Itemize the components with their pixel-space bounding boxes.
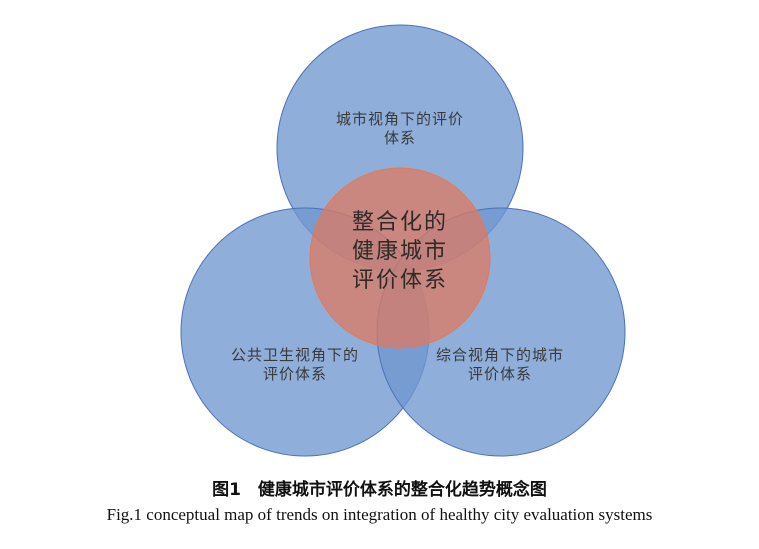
circle-integrated-center — [309, 167, 491, 349]
label-public-health-perspective: 公共卫生视角下的 评价体系 — [205, 346, 385, 384]
label-comprehensive-line1: 综合视角下的城市 — [435, 346, 564, 364]
label-urban-line1: 城市视角下的评价 — [335, 110, 464, 128]
label-public-health-line2: 评价体系 — [262, 364, 327, 383]
label-urban-perspective: 城市视角下的评价 体系 — [300, 110, 500, 148]
label-urban-line2: 体系 — [383, 128, 416, 147]
label-public-health-line1: 公共卫生视角下的 — [230, 346, 359, 364]
figure-caption-english: Fig.1 conceptual map of trends on integr… — [106, 505, 653, 524]
figure-caption-chinese: 图1 健康城市评价体系的整合化趋势概念图 — [212, 480, 547, 500]
label-comprehensive-perspective: 综合视角下的城市 评价体系 — [410, 346, 590, 384]
label-comprehensive-line2: 评价体系 — [467, 364, 532, 383]
venn-diagram: 城市视角下的评价 体系 整合化的 健康城市 评价体系 公共卫生视角下的 评价体系… — [180, 24, 626, 457]
label-center-line3: 评价体系 — [351, 268, 448, 294]
label-center-line2: 健康城市 — [351, 239, 448, 265]
label-center-line1: 整合化的 — [351, 210, 448, 235]
label-integrated-center: 整合化的 健康城市 评价体系 — [320, 208, 480, 295]
venn-svg — [180, 24, 626, 457]
